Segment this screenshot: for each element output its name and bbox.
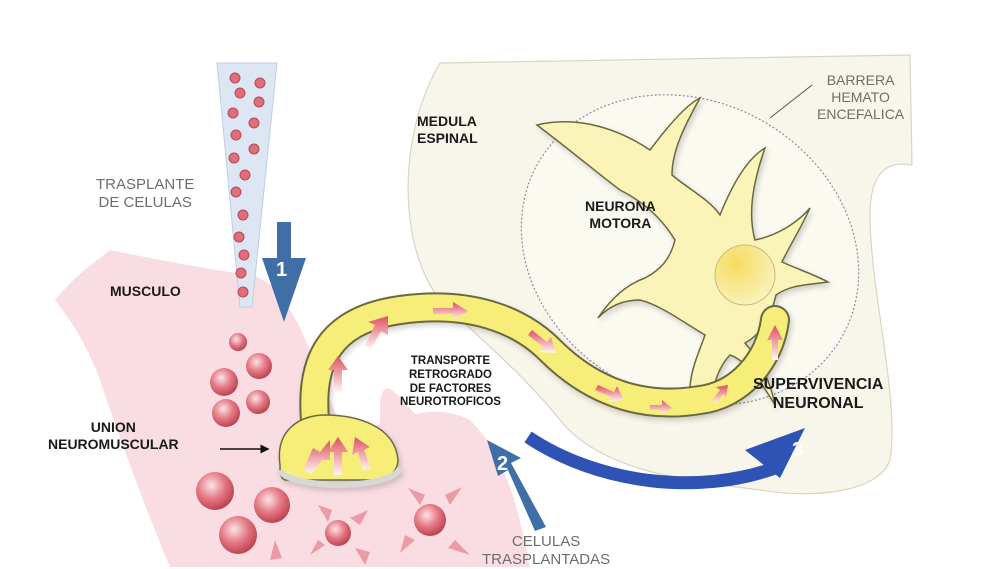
label-spinal-cord: MEDULA ESPINAL	[417, 113, 478, 147]
step-2-arrow	[487, 440, 546, 531]
label-bbb-line3: ENCEFALICA	[817, 105, 905, 122]
label-bbb-line1: BARRERA	[826, 72, 895, 88]
label-transplant-line2: DE CELULAS	[98, 194, 192, 211]
label-neuron-line2: MOTORA	[589, 214, 652, 231]
step-2-number: 2	[497, 453, 509, 475]
label-transport-line3: DE FACTORES	[409, 382, 492, 395]
label-bbb-line2: HEMATO	[831, 88, 890, 105]
transplanted-cells-muscle	[196, 333, 446, 554]
label-transport: TRANSPORTE RETROGRADO DE FACTORES NEUROT…	[400, 355, 501, 410]
neuron-soma-nucleus	[714, 244, 776, 306]
label-transplanted-line1: CELULAS	[511, 533, 581, 550]
label-nmj: UNION NEUROMUSCULAR	[48, 419, 179, 453]
step-1-arrow	[262, 222, 306, 322]
label-survival-line2: NEURONAL	[772, 395, 864, 413]
step-3-arrow	[524, 428, 805, 490]
pipette-cells	[227, 72, 266, 298]
label-transplanted-cells: CELULAS TRASPLANTADAS	[482, 533, 610, 569]
label-nmj-line1: UNION	[90, 419, 136, 435]
label-transport-line2: RETROGRADO	[408, 368, 492, 381]
secretion-arrows	[270, 487, 470, 565]
label-spinal-line2: ESPINAL	[417, 129, 478, 146]
label-motor-neuron: NEURONA MOTORA	[585, 198, 656, 232]
bbb-leader-line	[769, 84, 813, 119]
pipette	[216, 62, 278, 308]
label-transport-line4: NEUROTROFICOS	[400, 396, 501, 409]
label-transplanted-line2: TRASPLANTADAS	[482, 551, 611, 568]
label-nmj-line2: NEUROMUSCULAR	[48, 435, 179, 452]
label-survival-line1: SUPERVIVENCIA	[753, 376, 884, 393]
label-spinal-line1: MEDULA	[417, 113, 477, 129]
label-transport-line1: TRANSPORTE	[410, 355, 491, 367]
label-neuron-line1: NEURONA	[585, 198, 656, 214]
step-1-number: 1	[276, 259, 288, 281]
label-transplant: TRASPLANTE DE CELULAS	[96, 176, 194, 212]
label-survival: SUPERVIVENCIA NEURONAL	[753, 375, 883, 413]
label-muscle: MUSCULO	[110, 283, 181, 299]
label-bbb: BARRERA HEMATO ENCEFALICA	[817, 72, 904, 122]
retrograde-arrows	[303, 302, 783, 475]
step-3-number: 3	[792, 439, 804, 461]
label-transplant-line1: TRASPLANTE	[96, 176, 195, 193]
